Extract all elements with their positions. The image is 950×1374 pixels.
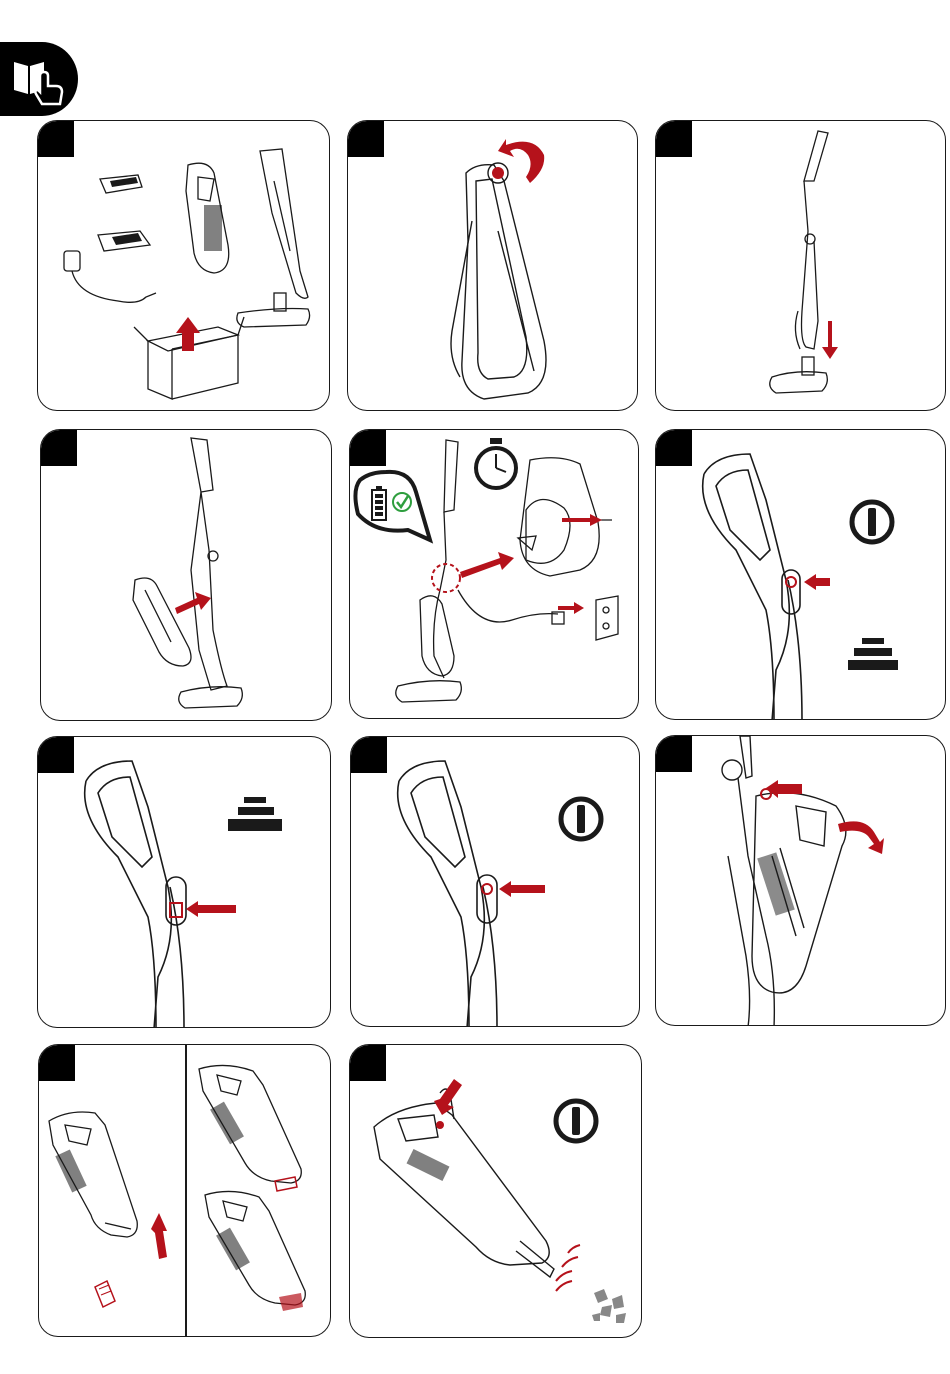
step-panel-handheld-cleaning	[349, 1044, 642, 1338]
unbox-illustration	[38, 121, 330, 411]
red-arrow-icon	[434, 1079, 462, 1115]
red-arrow-icon	[460, 552, 514, 578]
red-arrow-icon	[151, 1213, 167, 1259]
red-arrow-icon	[822, 321, 838, 359]
step-panel-power-off	[350, 736, 640, 1027]
power-on-illustration	[656, 430, 946, 720]
power-button-icon	[556, 1101, 596, 1141]
power-button-icon	[852, 502, 892, 542]
step-panel-charge	[349, 429, 639, 719]
handheld-cleaning-illustration	[350, 1045, 642, 1338]
step-panel-attach-handle	[347, 120, 638, 411]
wall-socket-icon	[552, 596, 618, 640]
attach-floor-head-illustration	[656, 121, 946, 411]
step-panel-unbox	[37, 120, 330, 411]
stopwatch-icon	[476, 438, 516, 488]
red-arrow-icon	[176, 317, 200, 351]
read-manual-touch-icon	[0, 42, 78, 116]
charge-illustration	[350, 430, 639, 719]
speed-select-illustration	[38, 737, 331, 1028]
power-button-icon	[561, 799, 601, 839]
step-panel-insert-handheld	[40, 429, 332, 721]
red-arrow-icon	[498, 139, 544, 183]
step-panel-attach-crevice-tool	[38, 1044, 331, 1337]
insert-handheld-illustration	[41, 430, 332, 721]
attach-crevice-tool-illustration	[39, 1045, 331, 1337]
debris-icon	[592, 1289, 626, 1323]
speed-level-icon	[848, 638, 898, 670]
red-arrow-icon	[804, 574, 830, 590]
red-arrow-icon	[186, 901, 236, 917]
battery-charged-icon	[355, 472, 430, 540]
step-panel-release-handheld	[655, 735, 946, 1026]
step-panel-speed-select	[37, 736, 331, 1028]
step-panel-power-on	[655, 429, 946, 720]
release-handheld-illustration	[656, 736, 946, 1026]
power-off-illustration	[351, 737, 640, 1027]
red-arrow-icon	[499, 881, 545, 897]
speed-level-icon	[228, 797, 282, 831]
step-panel-attach-floor-head	[655, 120, 946, 411]
attach-handle-illustration	[348, 121, 638, 411]
